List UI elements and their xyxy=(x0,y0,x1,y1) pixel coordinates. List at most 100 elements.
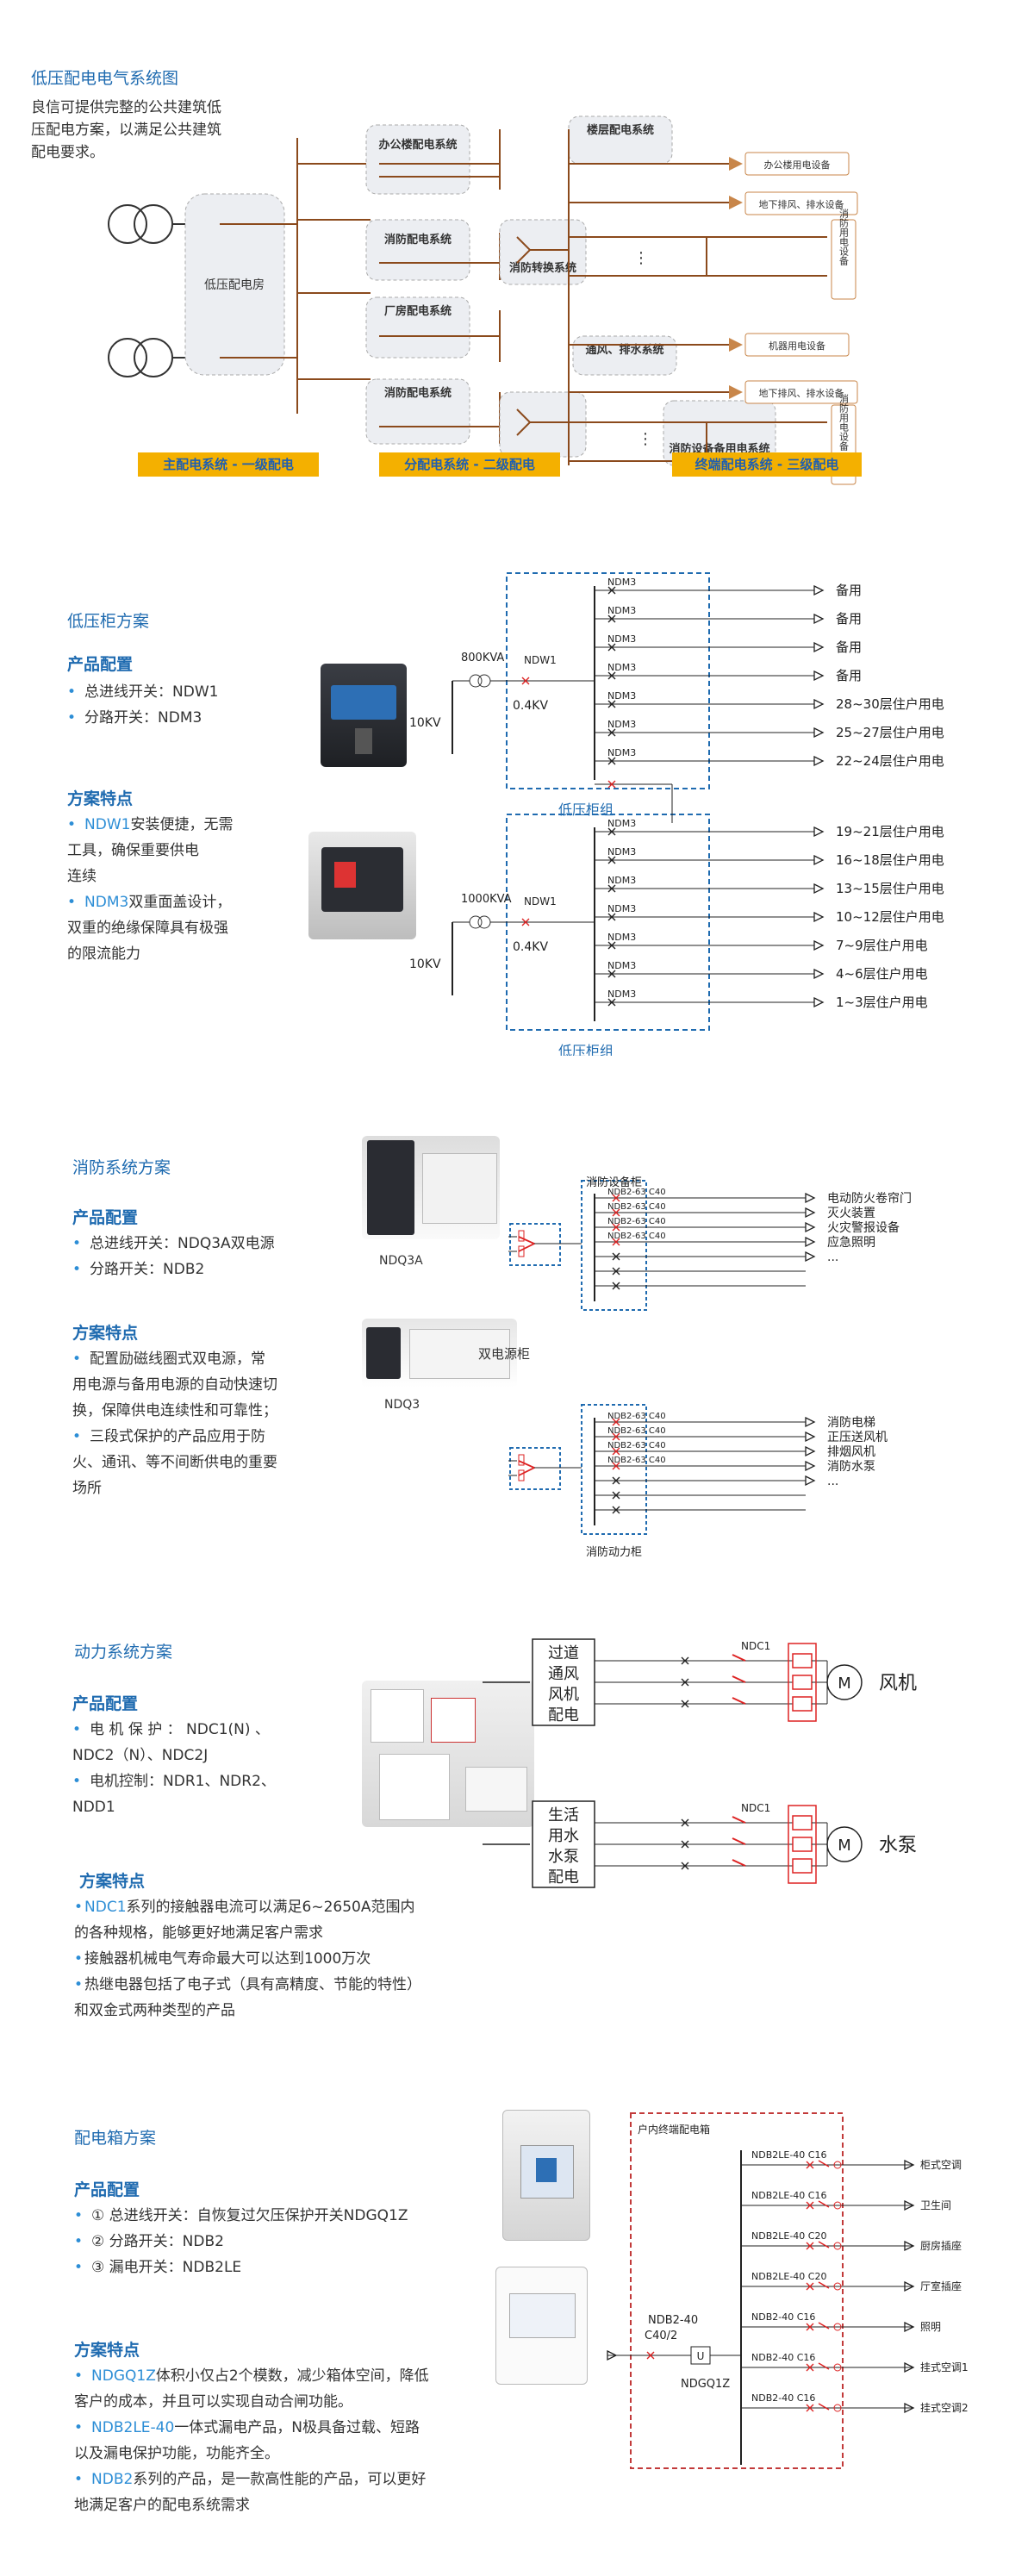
s2-cfg-title: 产品配置 xyxy=(67,655,134,674)
branch-switch-label: NDB2-63 C40 xyxy=(607,1412,666,1421)
branch-switch-label: NDM3 xyxy=(607,605,636,616)
arrow-icon xyxy=(904,2361,915,2373)
s2-cfg-item: •分路开关：NDM3 xyxy=(67,709,202,727)
arrow-icon xyxy=(805,1221,816,1233)
arrow-icon xyxy=(813,883,825,895)
load-basement2: 地下排风、排水设备 xyxy=(759,387,844,399)
load-fire-eq2: 消防用电设备 xyxy=(838,393,850,452)
kv-label: 10KV xyxy=(409,957,441,971)
breaker-x-icon xyxy=(612,1462,620,1470)
cabinet-box xyxy=(581,1180,647,1311)
arrow-icon xyxy=(813,670,825,682)
arrow-icon xyxy=(805,1251,816,1263)
branch-switch-label: NDB2-63 C40 xyxy=(607,1426,666,1436)
box-text: 配电 xyxy=(548,1706,579,1725)
branch-load-label: 10~12层住户用电 xyxy=(836,909,944,925)
branch-load-label: 厨房插座 xyxy=(920,2239,962,2252)
breaker-x-icon xyxy=(607,586,616,595)
branch-switch-label: NDM3 xyxy=(607,960,636,971)
branch-load-label: 厅室插座 xyxy=(920,2280,962,2292)
arrow-icon xyxy=(607,2349,618,2361)
box-text: 风机 xyxy=(548,1686,579,1704)
breaker-x-icon xyxy=(607,671,616,680)
arrow-icon xyxy=(813,727,825,739)
branch-switch-label: NDB2-63 C40 xyxy=(607,1456,666,1465)
breaker-x-icon xyxy=(607,614,616,623)
s4-cfg-list: •电 机 保 护 ： NDC1(N) 、 NDC2（N）、NDC2J •电机控制… xyxy=(72,1721,276,1816)
kva-label: 1000KVA xyxy=(461,893,512,906)
ndq3a-image xyxy=(362,1136,500,1239)
breaker-x-icon xyxy=(612,1418,620,1426)
box-ventilation: 通风、排水系统 xyxy=(585,343,663,357)
ndb2le-image xyxy=(502,2110,590,2241)
breaker-x-icon xyxy=(612,1432,620,1441)
arrow-icon xyxy=(813,996,825,1008)
branch-switch-label: NDB2LE-40 C20 xyxy=(751,2230,826,2242)
branch-load-label: 4~6层住户用电 xyxy=(836,966,928,982)
breaker-x-icon xyxy=(612,1223,620,1232)
breaker-x-icon xyxy=(607,780,616,789)
level-2-label: 分配电系统 - 二级配电 xyxy=(379,452,560,477)
breaker-x-icon xyxy=(607,913,616,921)
thermal-relay-icon xyxy=(792,1696,813,1712)
s5-cfg-title: 产品配置 xyxy=(74,2180,140,2199)
box-factory: 厂房配电系统 xyxy=(384,304,452,318)
breaker-x-icon xyxy=(612,1282,620,1290)
branch-load-label: 挂式空调2 xyxy=(920,2402,969,2414)
breaker-x-icon xyxy=(681,1818,689,1827)
arrow-icon xyxy=(805,1236,816,1248)
u-label: U xyxy=(697,2350,705,2362)
s1-desc: 良信可提供完整的公共建筑低 压配电方案，以满足公共建筑 配电要求。 xyxy=(31,97,221,164)
transfer-switch-box xyxy=(509,1447,561,1490)
box-title: 户内终端配电箱 xyxy=(638,2123,710,2136)
ndq3-label: NDQ3 xyxy=(384,1398,420,1412)
contactor-label: NDC1 xyxy=(741,1802,770,1814)
s5-feat-list: •NDGQ1Z体积小仅占2个模数，减少箱体空间，降低 客户的成本，并且可以实现自… xyxy=(74,2367,429,2514)
load-basement: 地下排风、排水设备 xyxy=(759,198,844,210)
transfer-switch-box xyxy=(509,1223,561,1266)
arrow-icon xyxy=(805,1192,816,1204)
kv-label: 10KV xyxy=(409,716,441,730)
terminal-box xyxy=(630,2112,844,2469)
contactor-image xyxy=(362,1681,534,1827)
branch-load-label: 卫生间 xyxy=(920,2199,951,2211)
thermal-relay-icon xyxy=(792,1837,813,1852)
breaker-x-icon xyxy=(806,2404,814,2412)
arrow-icon xyxy=(813,854,825,866)
branch-load-label: 挂式空调1 xyxy=(920,2361,969,2373)
breaker-x-icon xyxy=(607,827,616,836)
fire-load-label: 正压送风机 xyxy=(827,1431,888,1444)
fire-load-label: 灭火装置 xyxy=(827,1207,875,1220)
box-fire: 消防配电系统 xyxy=(384,233,452,246)
branch-load-label: 19~21层住户用电 xyxy=(836,824,944,839)
breaker-x-icon xyxy=(806,2282,814,2291)
cabinet-label: 消防动力柜 xyxy=(586,1545,642,1559)
branch-load-label: 备用 xyxy=(836,611,862,627)
breaker-x-icon xyxy=(806,2201,814,2210)
load-label: 风机 xyxy=(879,1673,917,1694)
s4-feat-list: •NDC1系列的接触器电流可以满足6~2650A范围内 的各种规格，能够更好地满… xyxy=(74,1899,422,2019)
distribution-box xyxy=(532,1800,595,1888)
branch-load-label: 16~18层住户用电 xyxy=(836,852,944,868)
fire-load-label: 消防电梯 xyxy=(827,1416,875,1430)
box-text: 用水 xyxy=(548,1827,579,1845)
arrow-icon xyxy=(805,1416,816,1428)
branch-load-label: 1~3层住户用电 xyxy=(836,995,928,1010)
motor-label: M xyxy=(838,1675,851,1693)
breaker-x-icon xyxy=(681,1678,689,1687)
arrow-icon xyxy=(805,1431,816,1443)
fire-load-label: 电动防火卷帘门 xyxy=(827,1192,912,1206)
breaker-x-icon xyxy=(612,1208,620,1217)
s2-feat-list: •NDW1安装便捷，无需 工具，确保重要供电 连续 •NDM3双重面盖设计， 双… xyxy=(67,816,234,963)
arrow-icon xyxy=(813,613,825,625)
s2-cfg-list: •总进线开关：NDW1 •分路开关：NDM3 xyxy=(67,679,218,731)
s1-desc-line: 良信可提供完整的公共建筑低 xyxy=(31,99,221,116)
fire-load-label: ... xyxy=(827,1475,838,1488)
s3-title: 消防系统方案 xyxy=(72,1158,171,1177)
breaker-x-icon xyxy=(521,918,530,926)
arrow-icon xyxy=(813,911,825,923)
branch-switch-label: NDM3 xyxy=(607,577,636,588)
breaker-x-icon xyxy=(806,2323,814,2331)
breaker-x-icon xyxy=(607,884,616,893)
